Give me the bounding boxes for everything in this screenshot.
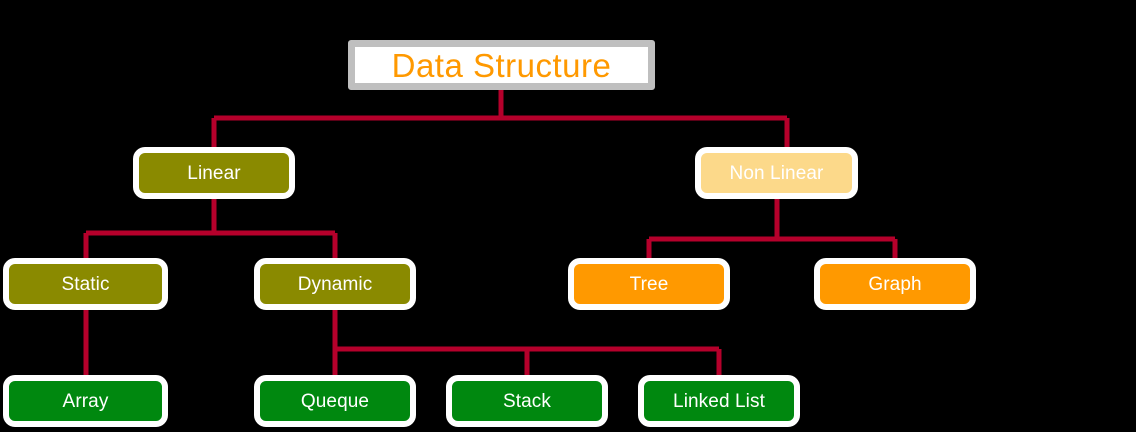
node-tree[interactable]: Tree bbox=[568, 258, 730, 310]
node-label: Dynamic bbox=[297, 273, 373, 295]
node-label: Static bbox=[61, 273, 110, 295]
node-label: Data Structure bbox=[391, 46, 612, 84]
node-label: Graph bbox=[868, 273, 922, 295]
node-label: Linear bbox=[187, 162, 241, 184]
node-label: Non Linear bbox=[729, 162, 824, 184]
node-label: Linked List bbox=[673, 390, 765, 412]
node-stack[interactable]: Stack bbox=[446, 375, 608, 427]
node-label: Queque bbox=[300, 390, 370, 412]
node-root[interactable]: Data Structure bbox=[348, 40, 655, 90]
node-linked-list[interactable]: Linked List bbox=[638, 375, 800, 427]
node-queque[interactable]: Queque bbox=[254, 375, 416, 427]
node-non-linear[interactable]: Non Linear bbox=[695, 147, 858, 199]
node-label: Array bbox=[62, 390, 109, 412]
node-dynamic[interactable]: Dynamic bbox=[254, 258, 416, 310]
node-array[interactable]: Array bbox=[3, 375, 168, 427]
node-linear[interactable]: Linear bbox=[133, 147, 295, 199]
node-label: Stack bbox=[502, 390, 552, 412]
node-label: Tree bbox=[629, 273, 669, 295]
node-static[interactable]: Static bbox=[3, 258, 168, 310]
node-graph[interactable]: Graph bbox=[814, 258, 976, 310]
